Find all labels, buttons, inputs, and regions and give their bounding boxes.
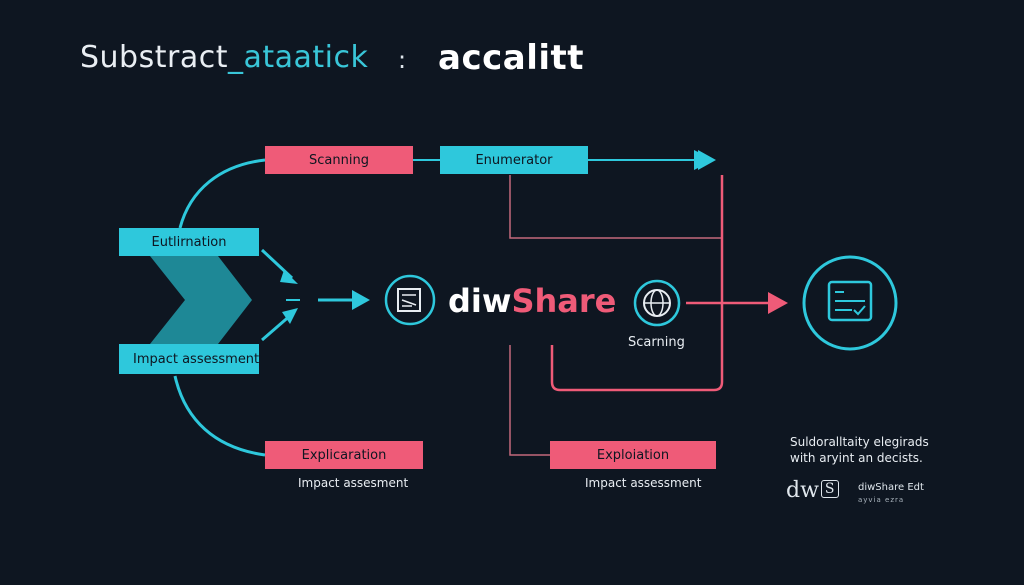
- box-enumerator: Enumerator: [440, 146, 588, 174]
- note-text: Suldoralltaity elegirads with aryint an …: [790, 434, 929, 466]
- curve-top-left: [178, 158, 266, 229]
- logo-mark-box: S: [820, 480, 839, 498]
- caption-impact-left: Impact assesment: [298, 476, 409, 490]
- line-center-exploit: [509, 345, 550, 456]
- logo-name: diwShare Edt: [858, 482, 924, 493]
- note-line2: with aryint an decists.: [790, 451, 923, 465]
- caption-impact-right: Impact assessment: [585, 476, 702, 490]
- box-exploitation: Exploiation: [550, 441, 716, 469]
- brand-part1: diw: [448, 282, 512, 320]
- title-part1: Substract: [80, 40, 228, 75]
- box-eutilization: Eutlirnation: [119, 228, 259, 256]
- brand-part2: Share: [511, 282, 617, 320]
- logo-sub: ayvia ezra: [858, 496, 905, 504]
- curve-bottom-left: [173, 375, 266, 457]
- arrow-head-top-right: [698, 150, 716, 170]
- server-cube-icon: [384, 274, 436, 326]
- loop-pink: [550, 175, 724, 392]
- box-impact-assessment: Impact assessment: [119, 344, 259, 374]
- page-title: Substract_ataatick: [80, 40, 368, 75]
- line-enum-down: [509, 175, 723, 239]
- title-right: accalitt: [438, 38, 585, 78]
- box-scanning: Scanning: [265, 146, 413, 174]
- document-check-icon: [802, 255, 898, 351]
- title-separator: :: [398, 46, 407, 74]
- center-brand: diwShare: [448, 282, 616, 320]
- center-scanning-label: Scarning: [628, 335, 685, 350]
- chevron-right-icon: [150, 256, 252, 344]
- note-line1: Suldoralltaity elegirads: [790, 435, 929, 449]
- globe-icon: [633, 279, 681, 327]
- title-part2: _ataatick: [227, 40, 369, 75]
- logo-mark-text: dw: [786, 478, 819, 503]
- box-explication: Explicaration: [265, 441, 423, 469]
